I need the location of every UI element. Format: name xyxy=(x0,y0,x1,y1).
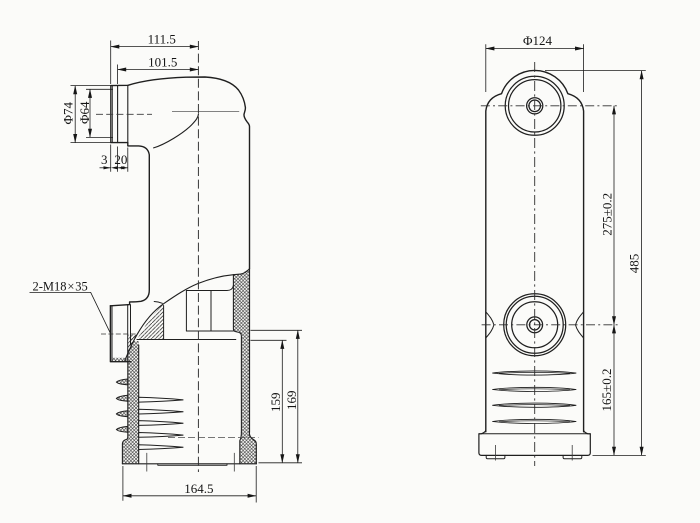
svg-text:3: 3 xyxy=(101,152,108,167)
svg-text:101.5: 101.5 xyxy=(148,55,177,70)
svg-text:Φ64: Φ64 xyxy=(77,101,92,124)
svg-text:Φ74: Φ74 xyxy=(60,101,75,124)
svg-text:165±0.2: 165±0.2 xyxy=(599,369,614,412)
svg-text:485: 485 xyxy=(627,254,642,274)
svg-text:159: 159 xyxy=(268,392,283,412)
svg-text:Φ124: Φ124 xyxy=(523,33,553,48)
svg-text:111.5: 111.5 xyxy=(148,32,176,47)
svg-text:169: 169 xyxy=(284,390,299,410)
svg-text:164.5: 164.5 xyxy=(184,481,213,496)
svg-text:20: 20 xyxy=(114,152,127,167)
svg-text:2-M18×35: 2-M18×35 xyxy=(33,280,88,294)
svg-text:275±0.2: 275±0.2 xyxy=(599,193,614,236)
